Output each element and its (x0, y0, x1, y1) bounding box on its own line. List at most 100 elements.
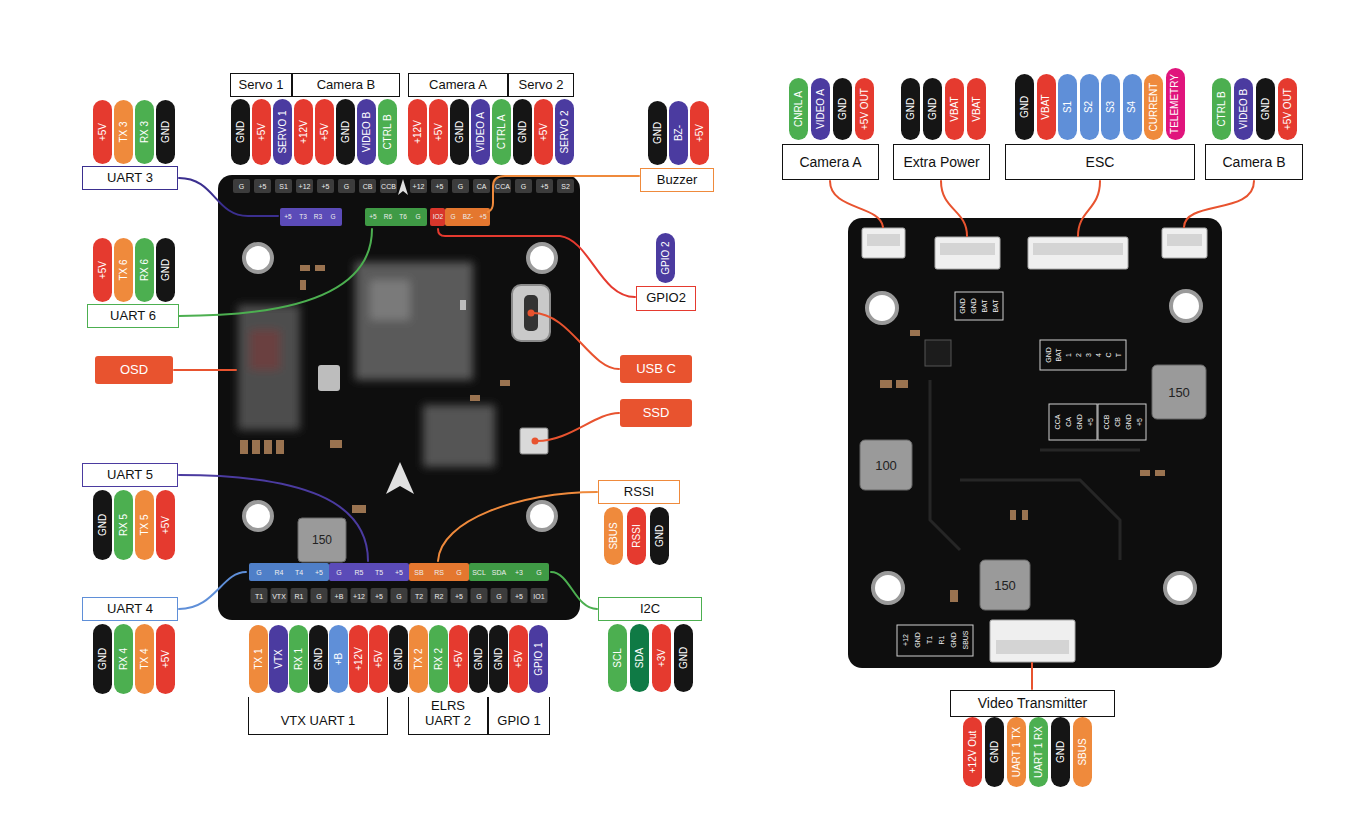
silkscreen-label: T1 (926, 636, 933, 644)
pin-label: +5V (534, 99, 553, 165)
silkscreen-label: +12 (902, 634, 909, 646)
pin-label: GND (985, 717, 1004, 787)
flight-controller-board (386, 462, 414, 494)
flight-controller-board (218, 175, 580, 620)
group-label: Video Transmitter (950, 690, 1115, 717)
group-label: UART 4 (82, 597, 178, 621)
pin-label: +B (329, 625, 348, 693)
pin-label: +12V Out (963, 717, 982, 787)
silkscreen-label: G (396, 592, 401, 599)
silkscreen-label: BAT (992, 299, 999, 312)
pin-name: RSSI (632, 524, 642, 547)
leader-lines (941, 181, 967, 236)
pin-name: SDA (635, 648, 645, 669)
silkscreen-label: CCA (495, 183, 510, 190)
flight-controller-board (318, 365, 340, 391)
pin-name: GND (394, 648, 404, 670)
pin-label: SERVO 1 (273, 99, 292, 165)
pin-name: TX 6 (119, 259, 129, 280)
flight-controller-board (500, 380, 510, 386)
silkscreen-label: +5 (515, 592, 523, 599)
flight-controller-board (352, 505, 366, 513)
flight-controller-board (355, 262, 473, 380)
silkscreen-label: G (450, 214, 455, 221)
silkscreen-label: +12 (413, 183, 425, 190)
silkscreen-label: G (458, 183, 463, 190)
pin-name: CNRL A (794, 91, 804, 127)
silkscreen-label: R4 (275, 569, 284, 576)
silkscreen-label: T6 (399, 214, 407, 221)
pin-name: +12V (299, 120, 309, 144)
pin-label: +12V (349, 625, 368, 693)
leader-lines (179, 475, 368, 561)
silkscreen-label: 1 (1065, 353, 1072, 357)
pin-label: VTX (269, 625, 288, 693)
pin-label: GND (1015, 74, 1034, 140)
pin-name: +5V (539, 123, 549, 141)
silkscreen-label: +5 (369, 214, 376, 221)
flight-controller-board (365, 208, 427, 226)
silkscreen-label: SCL (472, 569, 486, 576)
group-label: Servo 2 (508, 73, 574, 97)
pin-name: GPIO 2 (661, 241, 671, 274)
pin-label: GND (923, 78, 942, 140)
pin-name: GND (653, 122, 663, 144)
pin-name: UART 1 TX (1012, 727, 1022, 778)
group-name: GPIO2 (646, 291, 686, 306)
power-board (925, 340, 951, 366)
pin-name: +5V OUT (860, 88, 870, 130)
power-board (873, 573, 903, 603)
group-name: Camera A (429, 78, 487, 93)
pin-name: CTRL A (497, 115, 507, 150)
pin-label: GND (336, 99, 355, 165)
pin-label: RX 2 (429, 625, 448, 693)
pin-label: +5V (509, 625, 528, 693)
pin-label: GND (309, 625, 328, 693)
pin-label: GND (156, 238, 175, 302)
leader-lines (179, 178, 278, 216)
pin-label: VBAT (1037, 74, 1056, 140)
power-board (935, 237, 1000, 269)
group-label: VTX UART 1 (248, 697, 388, 735)
silkscreen-label: G (316, 592, 321, 599)
silkscreen-label: G (344, 183, 349, 190)
flight-controller-board (280, 208, 342, 226)
silkscreen-label: CB (363, 183, 373, 190)
pin-label: +5V (315, 99, 334, 165)
pin-name: GND (928, 98, 938, 120)
silkscreen-label: +12 (299, 183, 311, 190)
silkscreen-label: T (1115, 353, 1122, 357)
power-board (1098, 404, 1146, 440)
silkscreen-label: 150 (994, 579, 1016, 592)
pin-name: +3V (657, 649, 667, 667)
silkscreen-label: R6 (384, 214, 392, 221)
power-board (990, 620, 1075, 662)
silkscreen-label: S2 (561, 183, 570, 190)
silkscreen-label: BAT (981, 299, 988, 312)
leader-lines (174, 369, 236, 371)
pin-name: GND (98, 514, 108, 536)
pin-name: +5V (434, 123, 444, 141)
pin-label: VIDEO A (811, 78, 830, 140)
group-name: SSD (643, 406, 670, 421)
power-board (940, 243, 995, 255)
power-board (1140, 470, 1150, 476)
pin-label: +5V (156, 624, 175, 694)
silkscreen-label: +5 (259, 183, 267, 190)
silkscreen-label: C (1105, 352, 1112, 357)
pin-name: VBAT (972, 96, 982, 121)
pin-name: +5V (257, 123, 267, 141)
pin-label: +5V (252, 99, 271, 165)
silkscreen-label: +5 (455, 592, 463, 599)
pin-name: VIDEO B (362, 112, 372, 153)
pin-label: SBUS (1073, 717, 1092, 787)
pin-name: TX 2 (414, 648, 424, 669)
power-board (896, 380, 908, 388)
pin-name: SCL (613, 648, 623, 667)
pin-name: CTRL B (383, 114, 393, 149)
flight-controller-board (238, 262, 495, 467)
group-name: I2C (640, 602, 660, 617)
power-board (980, 560, 1030, 610)
flight-controller-board (469, 563, 549, 581)
pin-label: GND (833, 78, 852, 140)
